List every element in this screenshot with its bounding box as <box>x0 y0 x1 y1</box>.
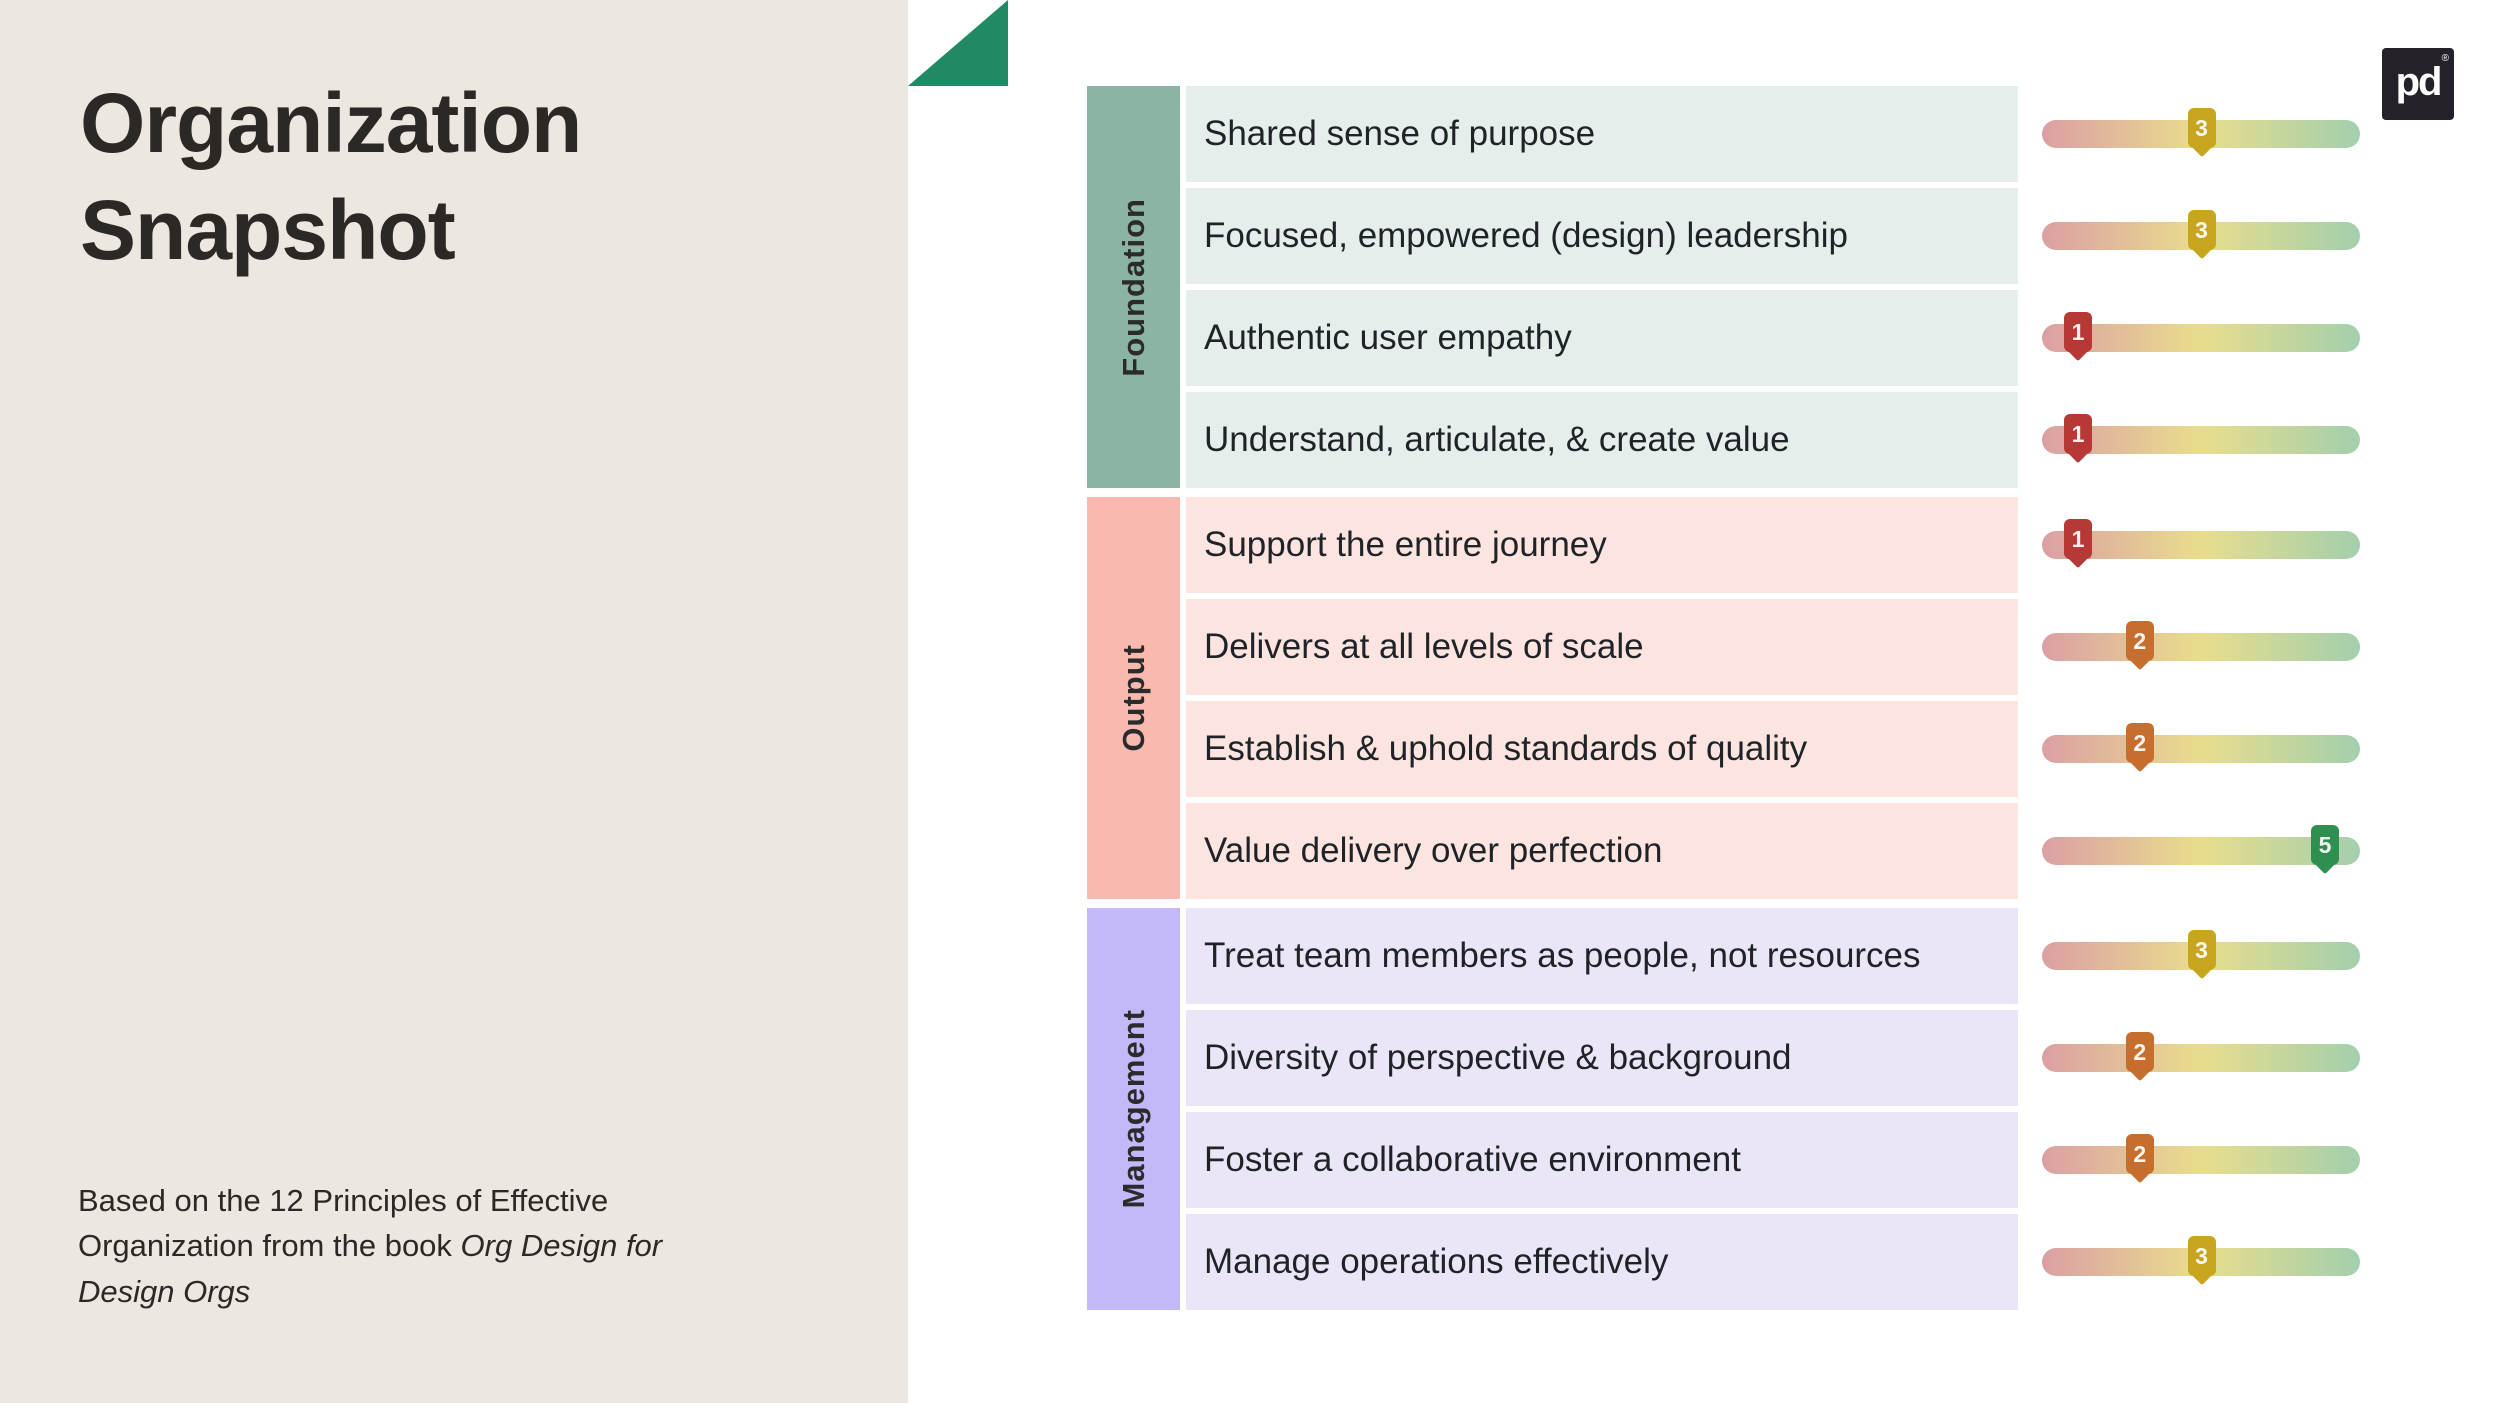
left-panel <box>0 0 908 1403</box>
corner-triangle-decoration <box>908 0 1008 86</box>
principle-label: Support the entire journey <box>1186 497 2018 593</box>
slider-marker-handle[interactable]: 5 <box>2311 825 2339 865</box>
slider-marker-handle[interactable]: 3 <box>2187 930 2216 970</box>
slider-marker-value: 3 <box>2195 115 2208 141</box>
logo-letters: pd <box>2395 59 2443 104</box>
slider-marker-value: 2 <box>2133 1039 2147 1065</box>
slider-marker-handle[interactable]: 3 <box>2187 1236 2216 1276</box>
slider-marker-value: 1 <box>2071 319 2085 345</box>
principle-label: Value delivery over perfection <box>1186 803 2018 899</box>
principle-row: Value delivery over perfection 5 <box>1186 803 2360 899</box>
principle-label: Shared sense of purpose <box>1186 86 2018 182</box>
slider-marker-handle[interactable]: 2 <box>2125 723 2154 763</box>
principle-label: Authentic user empathy <box>1186 290 2018 386</box>
rating-slider: 3 <box>2018 908 2360 1004</box>
principle-label: Focused, empowered (design) leadership <box>1186 188 2018 284</box>
slider-track[interactable] <box>2042 531 2360 559</box>
rating-slider: 3 <box>2018 188 2360 284</box>
section-management: Management Treat team members as people, … <box>1087 908 2360 1310</box>
slider-track[interactable] <box>2042 837 2360 865</box>
slider-track[interactable] <box>2042 633 2360 661</box>
slider-marker-value: 5 <box>2318 832 2332 858</box>
rating-slider: 1 <box>2018 290 2360 386</box>
slider-track[interactable] <box>2042 324 2360 352</box>
principle-label: Manage operations effectively <box>1186 1214 2018 1310</box>
rating-slider: 3 <box>2018 86 2360 182</box>
slider-marker-handle[interactable]: 1 <box>2064 312 2092 352</box>
pandadoc-logo-icon: pd ® <box>2382 48 2454 120</box>
slider-marker-handle[interactable]: 2 <box>2125 621 2154 661</box>
rating-slider: 2 <box>2018 1010 2360 1106</box>
principle-label: Establish & uphold standards of quality <box>1186 701 2018 797</box>
slider-marker-handle[interactable]: 2 <box>2125 1134 2154 1174</box>
page-title: Organization Snapshot <box>80 76 582 277</box>
slider-track[interactable] <box>2042 1044 2360 1072</box>
slider-marker-value: 3 <box>2195 1243 2208 1269</box>
section-label-foundation: Foundation <box>1087 86 1180 488</box>
principle-row: Diversity of perspective & background 2 <box>1186 1010 2360 1106</box>
slider-track[interactable] <box>2042 426 2360 454</box>
principle-label: Delivers at all levels of scale <box>1186 599 2018 695</box>
principle-row: Manage operations effectively 3 <box>1186 1214 2360 1310</box>
slider-marker-value: 2 <box>2133 628 2147 654</box>
principle-row: Foster a collaborative environment 2 <box>1186 1112 2360 1208</box>
principle-row: Establish & uphold standards of quality 2 <box>1186 701 2360 797</box>
section-rows: Treat team members as people, not resour… <box>1186 908 2360 1310</box>
principle-row: Shared sense of purpose 3 <box>1186 86 2360 182</box>
footnote-book-title: Org Design for Design Orgs <box>78 1228 663 1309</box>
slider-track[interactable] <box>2042 1146 2360 1174</box>
footnote: Based on the 12 Principles of Effective … <box>78 1178 668 1314</box>
slider-marker-value: 3 <box>2195 217 2208 243</box>
principle-label: Treat team members as people, not resour… <box>1186 908 2018 1004</box>
principle-row: Support the entire journey 1 <box>1186 497 2360 593</box>
section-label-text: Output <box>1115 644 1151 752</box>
principle-label: Understand, articulate, & create value <box>1186 392 2018 488</box>
footnote-text: Based on the 12 Principles of Effective … <box>78 1183 609 1264</box>
slider-marker-value: 2 <box>2133 1141 2147 1167</box>
section-label-management: Management <box>1087 908 1180 1310</box>
slider-marker-handle[interactable]: 3 <box>2187 108 2216 148</box>
rating-slider: 5 <box>2018 803 2360 899</box>
section-label-text: Foundation <box>1115 197 1151 377</box>
slider-marker-value: 3 <box>2195 937 2208 963</box>
principle-label: Diversity of perspective & background <box>1186 1010 2018 1106</box>
slider-marker-handle[interactable]: 1 <box>2064 414 2092 454</box>
slider-marker-value: 2 <box>2133 730 2147 756</box>
principle-row: Treat team members as people, not resour… <box>1186 908 2360 1004</box>
registered-trademark-icon: ® <box>2441 53 2449 64</box>
principle-label: Foster a collaborative environment <box>1186 1112 2018 1208</box>
slider-track[interactable] <box>2042 735 2360 763</box>
principle-row: Authentic user empathy 1 <box>1186 290 2360 386</box>
principle-row: Understand, articulate, & create value 1 <box>1186 392 2360 488</box>
slider-marker-handle[interactable]: 1 <box>2064 519 2092 559</box>
slider-marker-handle[interactable]: 3 <box>2187 210 2216 250</box>
rating-slider: 2 <box>2018 1112 2360 1208</box>
rating-slider: 1 <box>2018 497 2360 593</box>
rating-slider: 2 <box>2018 599 2360 695</box>
principle-row: Focused, empowered (design) leadership 3 <box>1186 188 2360 284</box>
section-label-text: Management <box>1115 1009 1151 1209</box>
slider-marker-value: 1 <box>2071 421 2085 447</box>
rating-slider: 1 <box>2018 392 2360 488</box>
slider-marker-handle[interactable]: 2 <box>2125 1032 2154 1072</box>
principle-row: Delivers at all levels of scale 2 <box>1186 599 2360 695</box>
slider-marker-value: 1 <box>2071 526 2085 552</box>
rating-slider: 3 <box>2018 1214 2360 1310</box>
rating-slider: 2 <box>2018 701 2360 797</box>
section-label-output: Output <box>1087 497 1180 899</box>
